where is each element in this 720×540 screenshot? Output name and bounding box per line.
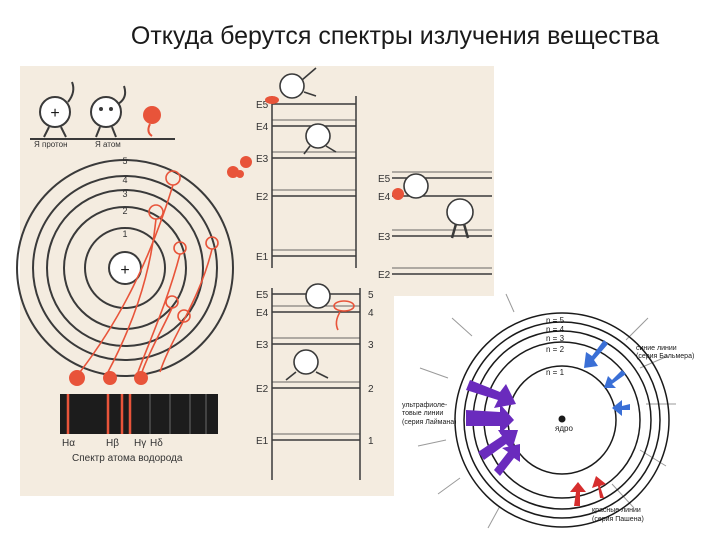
energy-ladder-bottom: E5 E4 E3 E2 E1 5 4 3 2 1 <box>256 283 394 496</box>
ladder-top-level-e1: E1 <box>256 252 269 263</box>
ladder-bottom-level-e2: E2 <box>256 384 269 395</box>
level-label-n5: n = 5 <box>546 316 565 325</box>
electron-transitions <box>79 170 219 373</box>
ladder-bottom-level-e5: E5 <box>256 290 269 301</box>
caption-atom: Я атом <box>95 140 121 149</box>
ladder-bottom-number-5: 5 <box>368 290 374 301</box>
spectrum-label-h-alpha: Hα <box>62 438 75 449</box>
paschen-label-line1: красные линии <box>592 507 641 514</box>
balmer-label-line2: (серия Бальмера) <box>636 353 694 360</box>
ladder-top-level-e2: E2 <box>256 192 269 203</box>
orbit-number-1: 1 <box>122 229 127 239</box>
ladder-top-level-e4: E4 <box>256 122 269 133</box>
atom-character-icon <box>90 85 127 138</box>
svg-text:+: + <box>50 105 59 122</box>
lyman-arrows <box>466 380 520 476</box>
spectrum-label-h-gamma: Hγ <box>134 438 146 449</box>
ladder-bottom-level-e1: E1 <box>256 436 269 447</box>
side-level-e3: E3 <box>378 232 391 243</box>
paschen-label-line2: (серия Пашена) <box>592 516 644 523</box>
side-character-right-icon <box>446 198 474 239</box>
level-label-n2: n = 2 <box>546 345 565 354</box>
caption-proton: Я протон <box>34 140 68 149</box>
ladder-bottom-number-4: 4 <box>368 308 374 319</box>
level-label-n1: n = 1 <box>546 368 565 377</box>
balmer-arrows <box>584 340 630 416</box>
lyman-label-line2: товые линии <box>402 410 443 417</box>
side-level-e4: E4 <box>378 192 391 203</box>
ladder-bottom-number-3: 3 <box>368 340 374 351</box>
ladder-top-level-e5: E5 <box>256 100 269 111</box>
orbit-number-3: 3 <box>122 189 127 199</box>
spectrum-label-h-delta: Hδ <box>150 438 163 449</box>
ladder-bottom-number-1: 1 <box>368 436 374 447</box>
spectrum-label-h-beta: Hβ <box>106 438 119 449</box>
lyman-label-line1: ультрафиоле- <box>402 402 448 409</box>
left-panel: + Я протон Я атом <box>16 66 258 496</box>
ladder-top-paper <box>258 66 494 296</box>
proton-character-icon: + <box>39 81 75 138</box>
side-level-e2: E2 <box>378 270 391 281</box>
spectrum-lines <box>66 394 132 434</box>
side-character-left-icon <box>392 173 429 200</box>
paschen-arrows <box>570 476 606 506</box>
photon-blobs <box>69 166 239 386</box>
side-level-e5: E5 <box>378 174 391 185</box>
nucleus-label: ядро <box>555 424 573 433</box>
atom-orbits <box>16 159 234 377</box>
spectrum-caption: Спектр атома водорода <box>72 453 183 464</box>
ladder-bottom-paper <box>258 296 394 496</box>
spectral-series-diagram: ядро n = 5 n = 4 n = 3 n = 2 n = 1 синие… <box>402 293 694 529</box>
spectrum-faint-lines <box>149 394 207 434</box>
ladder-character-middle-icon <box>303 123 337 155</box>
ladder-character-top-icon <box>265 67 317 104</box>
ladder-bottom-level-e4: E4 <box>256 308 269 319</box>
energy-ladder-top: E5 E4 E3 E2 E1 E5 E4 E3 <box>236 66 494 296</box>
bottom-character-lower-icon <box>285 349 329 381</box>
level-label-n3: n = 3 <box>546 334 565 343</box>
ladder-bottom-number-2: 2 <box>368 384 374 395</box>
spectrum-strip <box>60 394 218 434</box>
falling-photon-icon <box>236 156 252 178</box>
balmer-label-line1: синие линии <box>636 345 677 352</box>
level-label-n4: n = 4 <box>546 325 565 334</box>
orbit-number-4: 4 <box>122 175 127 185</box>
orbit-number-2: 2 <box>122 206 127 216</box>
slide-title: Откуда берутся спектры излучения веществ… <box>130 22 660 50</box>
nucleus-symbol: + <box>120 262 129 279</box>
orbit-number-5: 5 <box>122 156 127 166</box>
bottom-character-upper-icon <box>305 283 355 331</box>
electron-character-icon <box>143 106 161 137</box>
ladder-top-level-e3: E3 <box>256 154 269 165</box>
lyman-label-line3: (серия Лаймана) <box>402 418 456 426</box>
ladder-bottom-level-e3: E3 <box>256 340 269 351</box>
nucleus-dot <box>558 415 566 423</box>
